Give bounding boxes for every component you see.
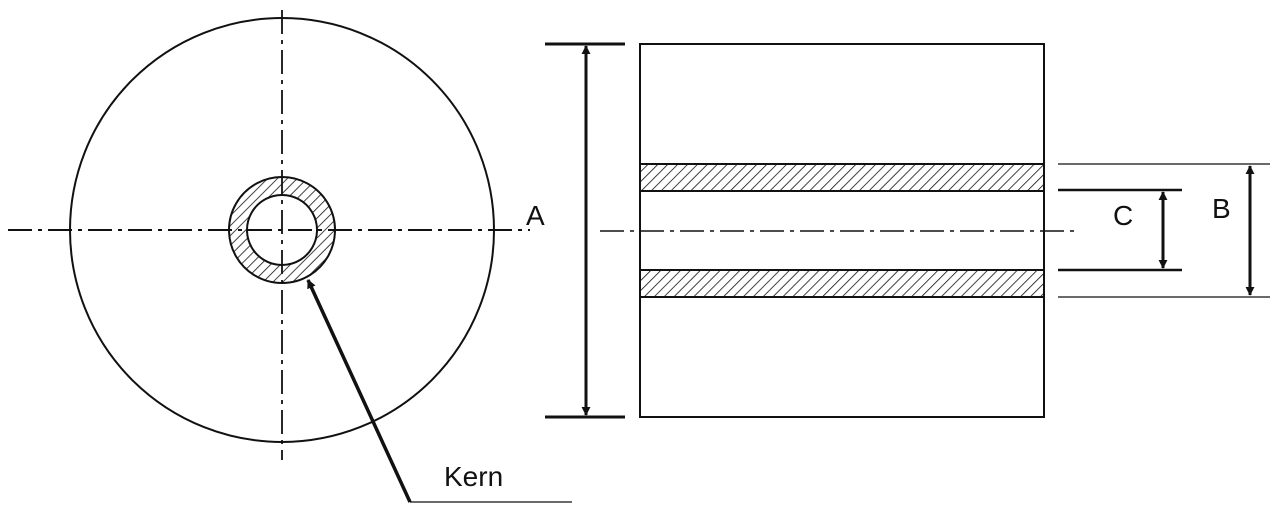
side-view	[600, 43, 1075, 418]
dim-c-label: C	[1113, 200, 1133, 231]
core-wall-top	[639, 163, 1045, 192]
core-leader-arrow	[306, 279, 412, 503]
dim-a-label: A	[526, 200, 545, 231]
dimension-a: A	[526, 42, 625, 419]
dimension-c: C	[1058, 188, 1182, 272]
roll-outer-circle	[69, 17, 495, 443]
core-ring	[228, 176, 336, 284]
core-label: Kern	[444, 461, 503, 492]
front-view	[8, 10, 530, 460]
dimension-b: B	[1058, 163, 1270, 298]
core-leader: Kern	[306, 279, 572, 503]
dim-b-label: B	[1212, 193, 1231, 224]
core-wall-bottom	[639, 269, 1045, 298]
